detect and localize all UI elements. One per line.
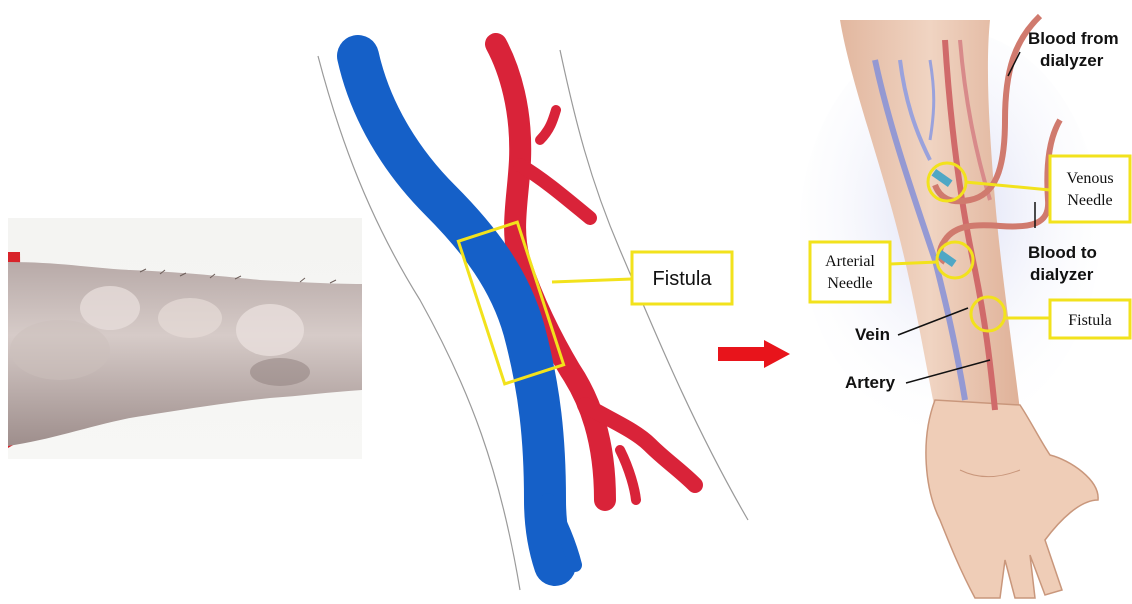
arterial-needle-label-2: Needle: [827, 275, 872, 292]
fistula-sketch-label: Fistula: [653, 268, 713, 290]
arterial-needle-box: [810, 242, 890, 302]
blood-to-label-1: Blood to: [1028, 243, 1097, 262]
vein-label: Vein: [855, 325, 890, 344]
right-arrow-icon: [718, 340, 790, 368]
artery-label: Artery: [845, 373, 896, 392]
venous-needle-label-2: Needle: [1067, 192, 1112, 209]
forearm-fistula-photo: [8, 218, 362, 459]
blood-from-label-1: Blood from: [1028, 29, 1119, 48]
dialysis-arm-diagram: Venous Needle Arterial Needle Fistula Bl…: [800, 16, 1130, 598]
blood-from-label-2: dialyzer: [1040, 51, 1104, 70]
arterial-needle-label-1: Arterial: [825, 253, 875, 270]
venous-needle-label-1: Venous: [1066, 170, 1113, 187]
blood-to-label-2: dialyzer: [1030, 265, 1094, 284]
vessel-sketch: Fistula: [318, 44, 748, 590]
venous-needle-box: [1050, 156, 1130, 222]
fistula-diagram-label: Fistula: [1068, 312, 1112, 329]
